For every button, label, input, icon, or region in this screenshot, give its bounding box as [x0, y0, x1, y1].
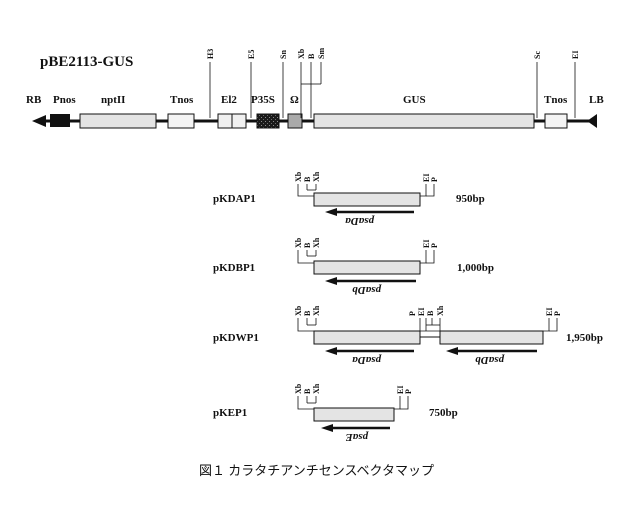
arrow-head: [321, 424, 333, 432]
construct-size: 750bp: [429, 407, 458, 419]
plasmid-title: pBE2113-GUS: [40, 54, 133, 70]
arrow-head: [325, 208, 337, 216]
site-label: P: [553, 311, 562, 316]
site-label: B: [303, 310, 312, 316]
p35s-label: P35S: [251, 94, 275, 106]
site-label: Xb: [294, 383, 303, 394]
insert-box: [313, 192, 421, 207]
arrow-head-2: [446, 347, 458, 355]
site-label: B: [303, 388, 312, 394]
construct-pkdbp1: pKDBP1 1,000bp Xb B Xh EI P psaDb: [213, 237, 494, 296]
gene-label-1: psaDa: [352, 354, 382, 366]
tnos-box-1: [167, 113, 195, 129]
site-xb-label: Xb: [297, 48, 306, 59]
site-label: P: [430, 243, 439, 248]
site-label: B: [303, 176, 312, 182]
site-label: Xb: [294, 237, 303, 248]
construct-pkdwp1: pKDWP1 1,950bp Xb B Xh P EI B Xh EI P: [213, 305, 603, 366]
lb-triangle: [587, 114, 597, 128]
site-label: EI: [422, 240, 431, 248]
construct-name: pKDWP1: [213, 332, 259, 344]
gene-label: psaDa: [345, 215, 375, 227]
gene-label: psaDb: [352, 284, 382, 296]
el2-label: El2: [221, 94, 237, 106]
site-label: Xb: [294, 171, 303, 182]
site-label: EI: [422, 174, 431, 182]
site-ei-label: EI: [571, 51, 580, 59]
site-label: B: [426, 310, 435, 316]
construct-size: 1,000bp: [457, 262, 494, 274]
site-label: P: [404, 389, 413, 394]
construct-name: pKEP1: [213, 407, 247, 419]
main-site-ticks: [209, 62, 576, 118]
construct-size: 1,950bp: [566, 332, 603, 344]
construct-name: pKDAP1: [213, 193, 256, 205]
rb-arrow-head: [32, 115, 46, 127]
rb-label: RB: [26, 94, 42, 106]
arrow-head: [325, 277, 337, 285]
site-label: Xh: [436, 305, 445, 316]
site-e5-label: E5: [247, 50, 256, 59]
site-label: Xh: [312, 383, 321, 394]
omega-box: [287, 113, 303, 129]
site-label: EI: [545, 308, 554, 316]
gene-label: psaE: [345, 431, 369, 443]
site-label: EI: [417, 308, 426, 316]
site-label: B: [303, 242, 312, 248]
gus-box: [313, 113, 535, 129]
site-label: P: [408, 311, 417, 316]
site-label: EI: [396, 386, 405, 394]
site-label: P: [430, 177, 439, 182]
construct-pkdap1: pKDAP1 950bp Xb B Xh EI P psaDa: [213, 171, 485, 227]
insert-box-2: [439, 330, 544, 345]
site-label: Xh: [312, 171, 321, 182]
site-label: Xb: [294, 305, 303, 316]
tnos-box-2: [544, 113, 568, 129]
arrow-head-1: [325, 347, 337, 355]
tnos-label-1: Tnos: [170, 94, 194, 106]
site-sm-label: Sm: [317, 48, 326, 59]
omega-label: Ω: [290, 94, 299, 106]
tnos-label-2: Tnos: [544, 94, 568, 106]
pnos-label: Pnos: [53, 94, 76, 106]
p35s-box: [256, 113, 280, 129]
insert-box-1: [313, 330, 421, 345]
construct-size: 950bp: [456, 193, 485, 205]
gene-label-2: psaDb: [475, 354, 505, 366]
lb-label: LB: [589, 94, 604, 106]
gus-label: GUS: [403, 94, 426, 106]
construct-pkep1: pKEP1 750bp Xb B Xh EI P psaE: [213, 383, 458, 443]
nptii-box: [79, 113, 157, 129]
site-label: Xh: [312, 305, 321, 316]
construct-name: pKDBP1: [213, 262, 255, 274]
nptii-label: nptII: [101, 94, 125, 106]
figure-caption: 図１ カラタチアンチセンスベクタマップ: [199, 463, 434, 478]
site-sc-label: Sc: [533, 51, 542, 59]
site-label: Xh: [312, 237, 321, 248]
pnos-box: [50, 114, 70, 127]
site-h3-label: H3: [206, 49, 215, 59]
site-b-label: B: [307, 53, 316, 59]
site-sn-label: Sn: [279, 50, 288, 59]
insert-box: [313, 260, 421, 275]
insert-box: [313, 407, 395, 422]
